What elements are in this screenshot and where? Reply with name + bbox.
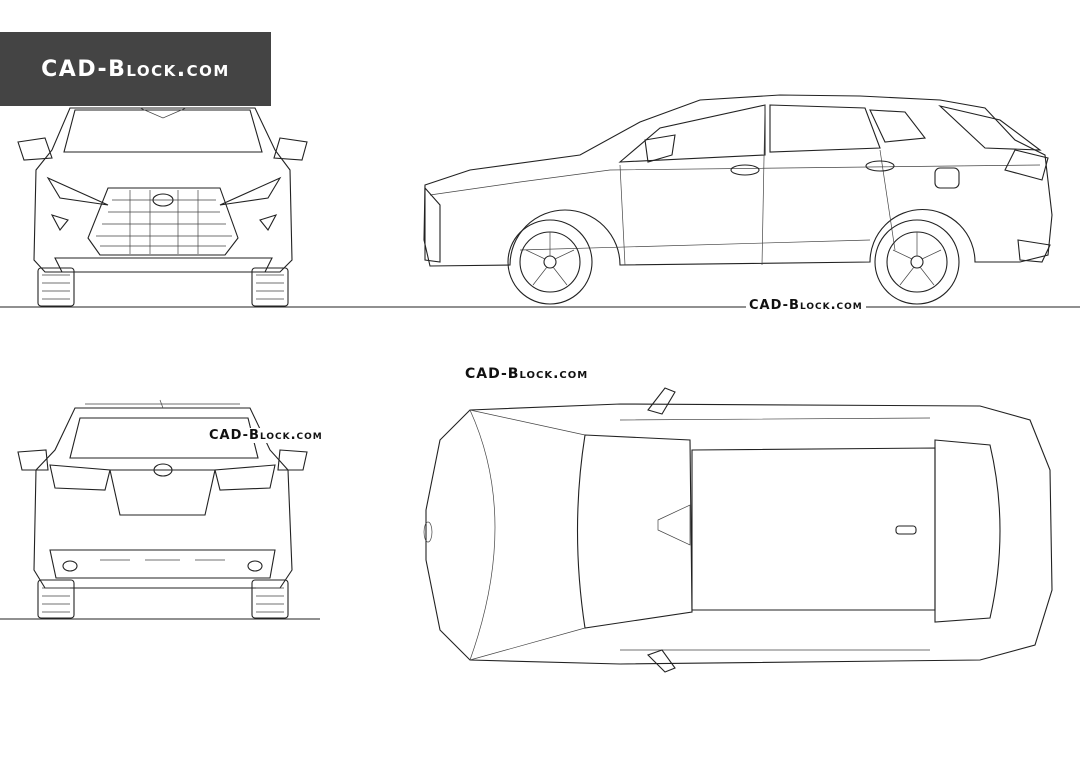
watermark-top-view: CAD-Block.com <box>462 366 592 382</box>
watermark-side-view: CAD-Block.com <box>746 298 866 313</box>
top-view <box>423 387 1053 673</box>
side-view <box>423 94 1053 305</box>
watermark-rear-view: CAD-Block.com <box>206 428 326 443</box>
site-logo: CAD-Block.com <box>0 32 271 106</box>
logo-text: CAD-Block.com <box>41 56 230 82</box>
front-view <box>17 107 308 307</box>
